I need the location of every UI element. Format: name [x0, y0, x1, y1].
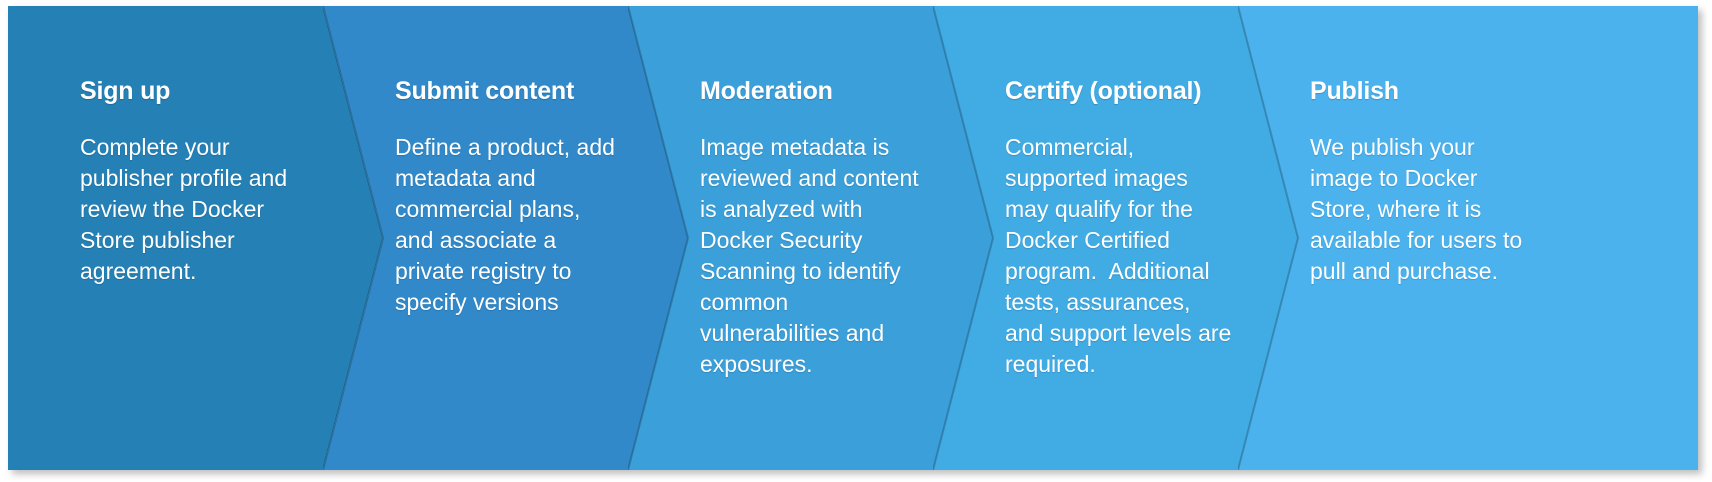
step-1-body: Complete your publisher profile and revi…: [80, 134, 294, 284]
step-5-shape: [1238, 6, 1698, 470]
step-3-shape: [628, 6, 1003, 470]
step-4-shape: [933, 6, 1308, 470]
step-1-title: Sign up: [80, 77, 171, 105]
step-4-body: Commercial, supported images may qualify…: [1005, 134, 1232, 377]
step-4-text: Certify (optional) Commercial, supported…: [1005, 76, 1233, 380]
step-3-body: Image metadata is reviewed and content i…: [700, 134, 926, 377]
process-step-3[interactable]: Moderation Image metadata is reviewed an…: [628, 6, 1003, 470]
step-5-text: Publish We publish your image to Docker …: [1310, 76, 1538, 287]
step-3-title: Moderation: [700, 77, 833, 105]
step-1-text: Sign up Complete your publisher profile …: [80, 76, 308, 287]
step-2-title: Submit content: [395, 77, 575, 105]
process-step-2[interactable]: Submit content Define a product, add met…: [323, 6, 698, 470]
step-2-shape: [323, 6, 698, 470]
step-1-shape: [8, 6, 383, 470]
step-5-title: Publish: [1310, 77, 1399, 105]
step-2-body: Define a product, add metadata and comme…: [395, 134, 622, 315]
diagram-board: Sign up Complete your publisher profile …: [8, 6, 1698, 470]
process-step-4[interactable]: Certify (optional) Commercial, supported…: [933, 6, 1308, 470]
step-5-body: We publish your image to Docker Store, w…: [1310, 134, 1529, 284]
step-3-text: Moderation Image metadata is reviewed an…: [700, 76, 928, 380]
process-step-1[interactable]: Sign up Complete your publisher profile …: [8, 6, 383, 470]
step-4-title: Certify (optional): [1005, 77, 1202, 105]
process-step-5[interactable]: Publish We publish your image to Docker …: [1238, 6, 1698, 470]
step-2-text: Submit content Define a product, add met…: [395, 76, 623, 318]
